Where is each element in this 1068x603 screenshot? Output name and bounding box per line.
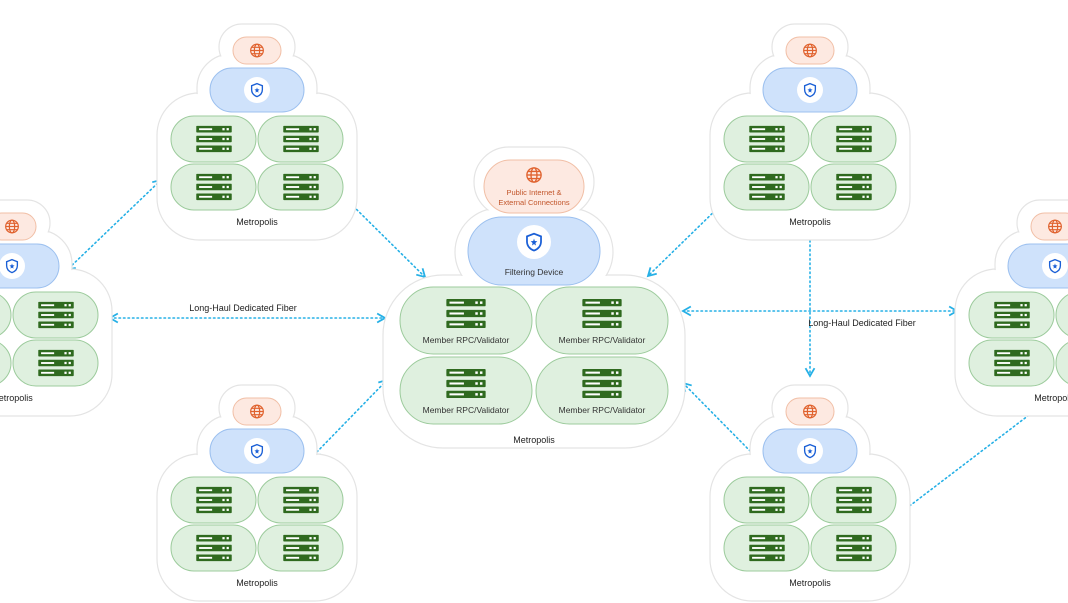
cluster-far-right: Metropolis <box>968 212 1068 403</box>
cluster-city-label: Metropolis <box>236 217 278 227</box>
server-rack-icon <box>836 534 872 562</box>
server-rack-icon <box>994 349 1030 377</box>
server-rack-icon <box>836 173 872 201</box>
server-node <box>1055 294 1068 336</box>
internet-label-line1: Public Internet & <box>506 188 561 197</box>
server-rack-icon <box>283 486 319 514</box>
central-cluster: Public Internet &External ConnectionsFil… <box>382 146 686 449</box>
fiber-link <box>65 178 163 272</box>
server-rack-icon <box>446 369 486 398</box>
fiber-link <box>646 199 727 278</box>
validator-node: Member RPC/Validator <box>535 356 669 425</box>
server-node <box>0 342 12 384</box>
server-rack-icon <box>38 349 74 377</box>
cluster-city-label: Metropolis <box>0 393 33 403</box>
center-city-label: Metropolis <box>513 435 555 445</box>
server-rack-icon <box>283 534 319 562</box>
validator-node: Member RPC/Validator <box>399 356 533 425</box>
fiber-link <box>681 381 760 461</box>
server-rack-icon <box>38 301 74 329</box>
server-rack-icon <box>196 534 232 562</box>
server-rack-icon <box>749 173 785 201</box>
link-label-right: Long-Haul Dedicated Fiber <box>808 318 916 328</box>
validator-label: Member RPC/Validator <box>559 405 646 415</box>
internet-node-main <box>483 159 585 214</box>
cluster-city-label: Metropolis <box>1034 393 1068 403</box>
server-rack-icon <box>582 299 622 328</box>
server-node <box>1055 342 1068 384</box>
cluster-city-label: Metropolis <box>789 217 831 227</box>
server-rack-icon <box>196 173 232 201</box>
cluster-bottom-right: Metropolis <box>723 397 897 588</box>
server-node <box>0 294 12 336</box>
validator-node: Member RPC/Validator <box>399 286 533 355</box>
cluster-bottom-left: Metropolis <box>170 397 344 588</box>
server-rack-icon <box>283 125 319 153</box>
cluster-city-label: Metropolis <box>789 578 831 588</box>
cluster-top-right: Metropolis <box>723 36 897 227</box>
validator-label: Member RPC/Validator <box>423 405 510 415</box>
server-rack-icon <box>446 299 486 328</box>
server-rack-icon <box>582 369 622 398</box>
filtering-device-label: Filtering Device <box>505 267 564 277</box>
server-rack-icon <box>994 301 1030 329</box>
server-rack-icon <box>196 125 232 153</box>
validator-node: Member RPC/Validator <box>535 286 669 355</box>
cluster-city-label: Metropolis <box>236 578 278 588</box>
server-rack-icon <box>836 486 872 514</box>
server-rack-icon <box>196 486 232 514</box>
validator-label: Member RPC/Validator <box>559 335 646 345</box>
server-rack-icon <box>836 125 872 153</box>
server-rack-icon <box>283 173 319 201</box>
link-label-left: Long-Haul Dedicated Fiber <box>189 303 297 313</box>
fiber-link <box>310 378 389 459</box>
server-rack-icon <box>749 486 785 514</box>
internet-label-line2: External Connections <box>498 198 570 207</box>
cluster-far-left: Metropolis <box>0 212 99 403</box>
server-rack-icon <box>749 534 785 562</box>
fiber-link <box>345 198 427 279</box>
server-rack-icon <box>749 125 785 153</box>
cluster-top-left: Metropolis <box>170 36 344 227</box>
validator-label: Member RPC/Validator <box>423 335 510 345</box>
